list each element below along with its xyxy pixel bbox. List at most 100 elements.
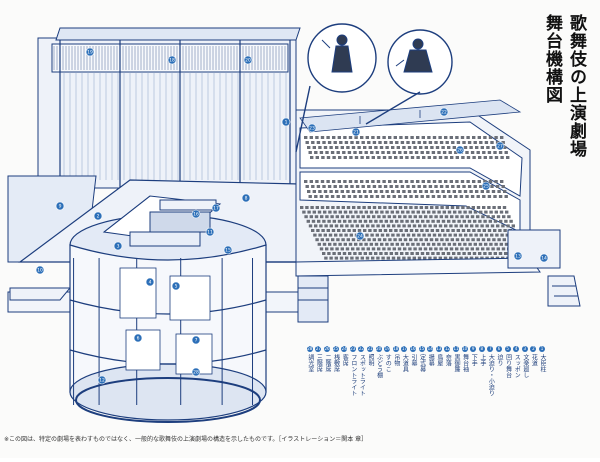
seat [417, 141, 421, 144]
seat [382, 247, 386, 251]
seat [447, 210, 452, 214]
title-line-1: 歌舞伎の上演劇場 [566, 14, 586, 158]
seat [473, 185, 477, 188]
legend-number: 16 [410, 346, 416, 352]
seat [344, 185, 349, 188]
marker-number: 17 [213, 206, 219, 212]
seat [305, 185, 309, 188]
seat [497, 238, 501, 242]
legend-number: 17 [401, 346, 408, 352]
legend-item-15: 15定式幕 [418, 346, 426, 372]
seat [343, 210, 348, 214]
seat [493, 151, 497, 154]
seat [463, 242, 467, 246]
seat [411, 242, 415, 246]
seat [382, 136, 386, 139]
seat [347, 151, 352, 154]
seat [432, 136, 437, 139]
marker-dot [241, 193, 251, 203]
seat [382, 180, 386, 183]
marker-dot [281, 117, 291, 127]
hanamichi [295, 257, 541, 277]
seat [423, 256, 427, 260]
seat [382, 215, 386, 219]
seat [424, 215, 428, 219]
seat [345, 224, 349, 228]
seat [418, 247, 422, 251]
seat [486, 190, 490, 193]
seat [442, 210, 446, 214]
seat [355, 256, 359, 260]
seat [330, 247, 334, 251]
seat [414, 195, 419, 198]
seat [452, 219, 456, 223]
seat [427, 136, 431, 139]
seat [487, 238, 491, 242]
marker-number: 3 [117, 244, 120, 250]
seat [342, 252, 347, 255]
seat [390, 242, 394, 246]
legend-number: 21 [367, 346, 373, 352]
seat [367, 141, 371, 144]
seat [463, 190, 468, 193]
legend-label: 三階席 [315, 354, 323, 372]
seat [498, 151, 503, 154]
seat [338, 156, 342, 159]
legend-item-27: 27三階席 [315, 346, 322, 372]
legend-number: 1 [539, 346, 545, 352]
seat [477, 136, 481, 139]
seat [414, 151, 419, 154]
legend-item-18: 18吊物 [392, 346, 400, 366]
marker-number: 10 [37, 268, 43, 274]
seat [325, 151, 329, 154]
seat [496, 247, 500, 251]
seat [311, 141, 315, 144]
seat [314, 224, 318, 228]
legend-item-28: 28調光室 [306, 346, 314, 372]
seat [366, 247, 370, 251]
marker-number: 19 [87, 50, 93, 56]
seat [432, 180, 437, 183]
seat [462, 141, 466, 144]
seat [408, 215, 412, 219]
seat [404, 180, 409, 183]
marker-dot [55, 201, 65, 211]
seat [385, 210, 389, 214]
marker-11: 11 [205, 227, 215, 237]
seat [454, 256, 458, 260]
seat [365, 180, 369, 183]
seat [442, 242, 446, 246]
seat [456, 206, 460, 209]
legend-label: 鳥屋 [435, 354, 443, 366]
seat [371, 224, 375, 228]
seat [466, 180, 470, 183]
seat [472, 136, 476, 139]
legend-label: 大道具 [401, 354, 409, 372]
seat [338, 242, 342, 246]
seat [337, 252, 341, 255]
seat [310, 206, 314, 209]
seat [509, 219, 513, 223]
legend-number: 13 [435, 346, 442, 352]
seat [452, 252, 456, 255]
seat [407, 256, 411, 260]
legend-number: 19 [384, 346, 391, 352]
seat [444, 215, 449, 219]
marker-number: 14 [541, 256, 547, 262]
legend-label: 照明 [367, 354, 374, 366]
seat [308, 151, 312, 154]
seat [315, 206, 319, 209]
seat [319, 151, 324, 154]
seat [478, 219, 482, 223]
seat [410, 252, 414, 255]
seat [434, 141, 438, 144]
seat [308, 195, 312, 198]
seat [322, 141, 326, 144]
seat [405, 219, 409, 223]
seat [505, 233, 509, 237]
seat [428, 224, 432, 228]
seat [501, 224, 505, 228]
seat [422, 156, 426, 159]
seat [340, 247, 344, 251]
